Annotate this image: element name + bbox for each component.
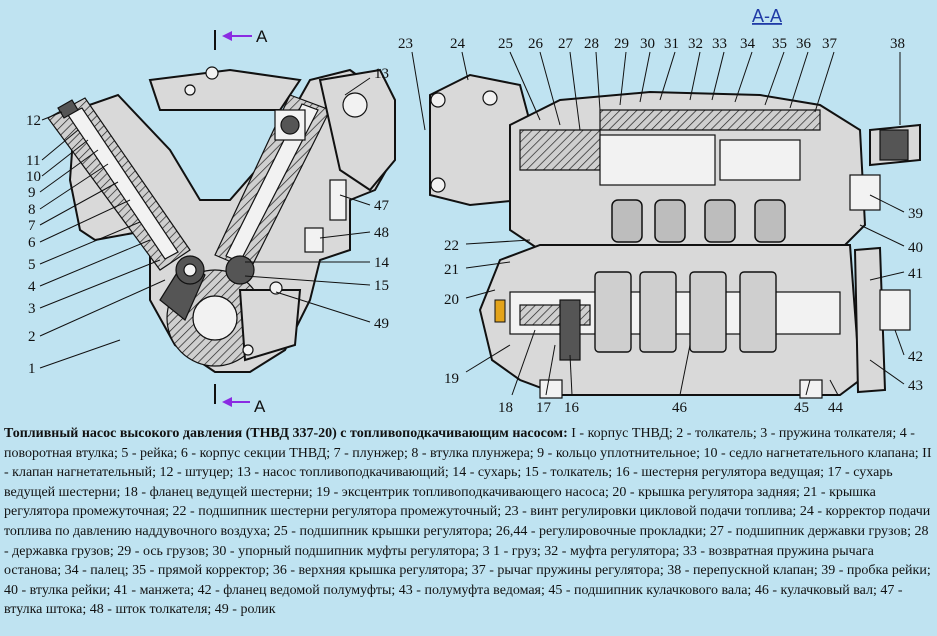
label-46: 46 <box>672 400 688 416</box>
section-aa-title: А-А <box>752 6 782 26</box>
right-labels: 23 24 25 26 27 28 29 30 31 32 33 34 35 3… <box>398 36 923 416</box>
label-23: 23 <box>398 36 413 52</box>
label-5: 5 <box>28 257 36 273</box>
label-43: 43 <box>908 378 923 394</box>
label-35: 35 <box>772 36 787 52</box>
label-11: 11 <box>26 153 40 169</box>
label-8: 8 <box>28 202 36 218</box>
label-34: 34 <box>740 36 756 52</box>
label-33: 33 <box>712 36 727 52</box>
label-40: 40 <box>908 240 923 256</box>
label-20: 20 <box>444 292 459 308</box>
pump-diagram: A A <box>26 6 923 416</box>
label-39: 39 <box>908 206 923 222</box>
label-2: 2 <box>28 329 36 345</box>
label-24: 24 <box>450 36 466 52</box>
right-section-view: А-А <box>429 6 921 399</box>
label-42: 42 <box>908 349 923 365</box>
section-a-top: A <box>256 27 268 46</box>
label-7: 7 <box>28 218 36 234</box>
label-14: 14 <box>374 255 390 271</box>
label-47: 47 <box>374 198 390 214</box>
label-44: 44 <box>828 400 844 416</box>
label-1: 1 <box>28 361 36 377</box>
label-27: 27 <box>558 36 574 52</box>
label-21: 21 <box>444 262 459 278</box>
label-30: 30 <box>640 36 655 52</box>
label-19: 19 <box>444 371 459 387</box>
label-15: 15 <box>374 278 389 294</box>
section-a-bottom: A <box>254 397 266 416</box>
label-3: 3 <box>28 301 36 317</box>
label-26: 26 <box>528 36 544 52</box>
label-48: 48 <box>374 225 389 241</box>
caption-title: Топливный насос высокого давления (ТНВД … <box>4 426 568 441</box>
label-25: 25 <box>498 36 513 52</box>
label-32: 32 <box>688 36 703 52</box>
left-labels: 1 2 3 4 5 6 7 8 9 10 11 12 13 14 15 47 4… <box>26 66 390 377</box>
label-49: 49 <box>374 316 389 332</box>
label-45: 45 <box>794 400 809 416</box>
figure-caption: Топливный насос высокого давления (ТНВД … <box>4 424 932 620</box>
label-12: 12 <box>26 113 41 129</box>
label-22: 22 <box>444 238 459 254</box>
label-16: 16 <box>564 400 580 416</box>
label-29: 29 <box>614 36 629 52</box>
label-13: 13 <box>374 66 389 82</box>
label-36: 36 <box>796 36 812 52</box>
label-9: 9 <box>28 185 36 201</box>
label-31: 31 <box>664 36 679 52</box>
label-6: 6 <box>28 235 36 251</box>
caption-text: I - корпус ТНВД; 2 - толкатель; 3 - пруж… <box>4 426 932 618</box>
label-17: 17 <box>536 400 552 416</box>
label-18: 18 <box>498 400 513 416</box>
label-28: 28 <box>584 36 599 52</box>
label-41: 41 <box>908 266 923 282</box>
left-section-view: A A <box>47 27 396 416</box>
label-4: 4 <box>28 279 36 295</box>
label-38: 38 <box>890 36 905 52</box>
label-10: 10 <box>26 169 41 185</box>
label-37: 37 <box>822 36 838 52</box>
